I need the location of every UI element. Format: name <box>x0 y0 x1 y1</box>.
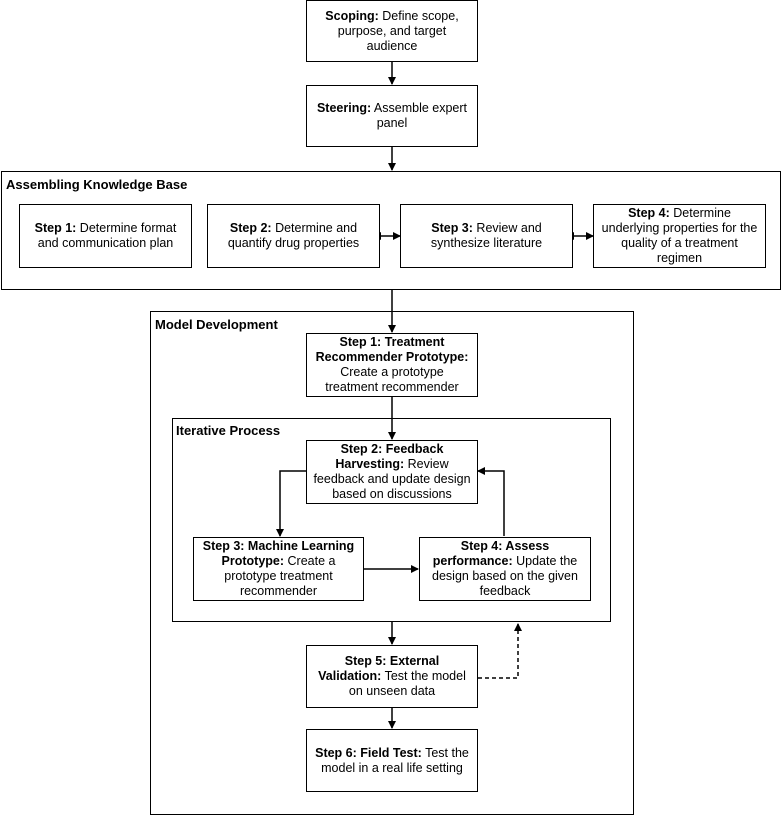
md-step6-box: Step 6: Field Test: Test the model in a … <box>306 729 478 792</box>
kb-step2-text: Determine and quantify drug properties <box>227 221 360 250</box>
steering-text: Assemble expert panel <box>371 101 468 130</box>
md-step5-text: Test the model on unseen data <box>348 669 466 698</box>
steering-title: Steering: <box>316 101 372 115</box>
kb-step4-title: Step 4: <box>628 206 670 220</box>
kb-step4-text: Determine underlying properties for the … <box>601 206 758 265</box>
model-development-title: Model Development <box>155 317 278 332</box>
knowledge-base-frame <box>1 171 781 290</box>
kb-step3-text: Review and synthesize literature <box>430 221 543 250</box>
kb-step2-box: Step 2: Determine and quantify drug prop… <box>207 204 380 268</box>
steering-box: Steering: Assemble expert panel <box>306 85 478 147</box>
md-step3-text: Create a prototype treatment recommender <box>224 554 336 598</box>
kb-step1-text: Determine format and communication plan <box>37 221 177 250</box>
md-step5-box: Step 5: External Validation: Test the mo… <box>306 645 478 708</box>
kb-step1-box: Step 1: Determine format and communicati… <box>19 204 192 268</box>
md-step3-title: Step 3: Machine Learning Prototype: <box>202 539 355 568</box>
scoping-box: Scoping: Define scope, purpose, and targ… <box>306 0 478 62</box>
md-step1-title: Step 1: Treatment Recommender Prototype: <box>315 335 469 364</box>
scoping-text: Define scope, purpose, and target audien… <box>337 8 459 53</box>
md-step4-title: Step 4: Assess performance: <box>432 539 550 568</box>
md-step5-title: Step 5: External Validation: <box>318 654 440 683</box>
md-step2-text: Review feedback and update design based … <box>313 457 471 501</box>
md-step1-text: Create a prototype treatment recommender <box>325 365 459 394</box>
kb-step2-title: Step 2: <box>229 221 272 235</box>
kb-step3-box: Step 3: Review and synthesize literature <box>400 204 573 268</box>
md-step6-title: Step 6: Field Test: <box>315 745 422 760</box>
md-step2-box: Step 2: Feedback Harvesting: Review feed… <box>306 440 478 504</box>
knowledge-base-title: Assembling Knowledge Base <box>6 177 188 192</box>
kb-step4-box: Step 4: Determine underlying properties … <box>593 204 766 268</box>
md-step4-box: Step 4: Assess performance: Update the d… <box>419 537 591 601</box>
md-step3-box: Step 3: Machine Learning Prototype: Crea… <box>193 537 364 601</box>
iterative-process-title: Iterative Process <box>176 423 281 438</box>
kb-step3-title: Step 3: <box>431 221 473 235</box>
md-step2-title: Step 2: Feedback Harvesting: <box>335 442 444 471</box>
scoping-title: Scoping: <box>325 8 379 23</box>
md-step4-text: Update the design based on the given fee… <box>432 554 578 598</box>
md-step1-box: Step 1: Treatment Recommender Prototype:… <box>306 333 478 397</box>
kb-step1-title: Step 1: <box>34 221 77 235</box>
md-step6-text: Test the model in a real life setting <box>321 745 469 775</box>
